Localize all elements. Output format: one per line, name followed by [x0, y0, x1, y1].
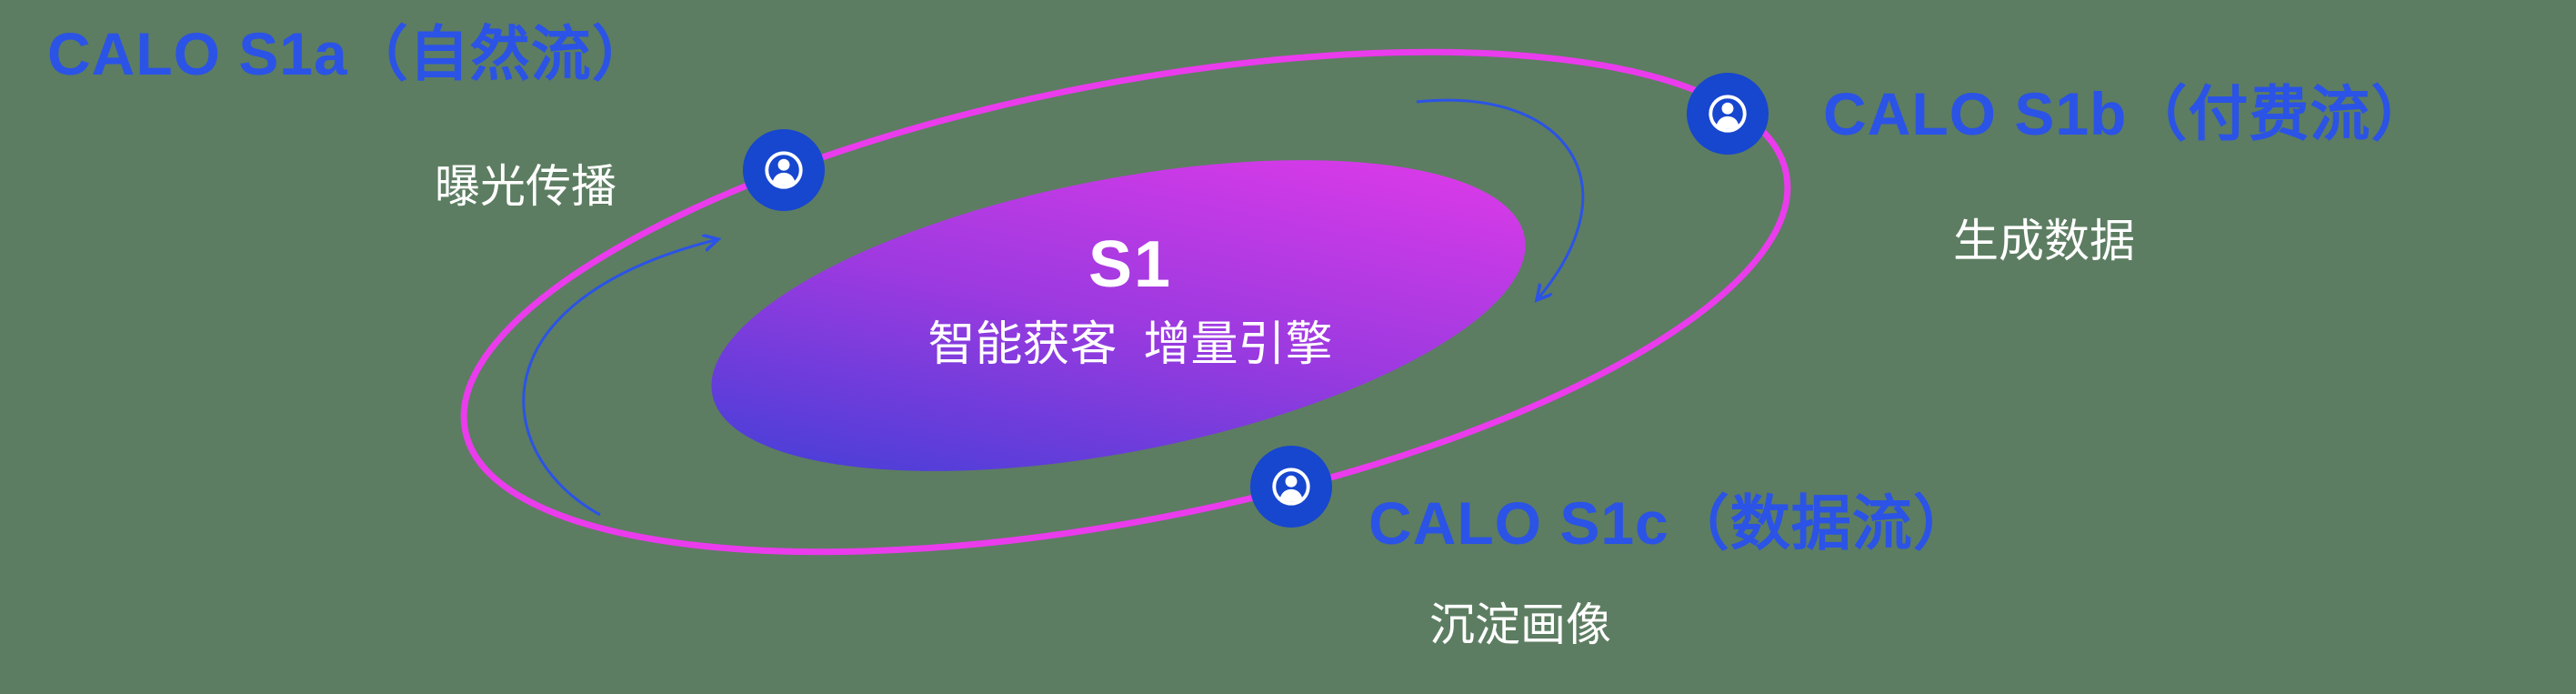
- user-icon-s1b: [1687, 73, 1769, 155]
- person-icon: [765, 151, 803, 189]
- flow-arrow-left: [522, 239, 718, 517]
- person-icon: [1709, 95, 1747, 133]
- sublabel-calo-s1a: 曝光传播: [435, 161, 616, 212]
- core-ellipse: [711, 160, 1526, 471]
- label-calo-s1a: CALO S1a（自然流）: [47, 20, 653, 87]
- label-calo-s1b: CALO S1b（付费流）: [1823, 80, 2432, 147]
- person-icon: [1272, 468, 1310, 506]
- core-text-block: S1 智能获客 增量引擎: [928, 232, 1333, 368]
- user-icon-s1a: [743, 129, 825, 211]
- orbit-ring: [460, 48, 1791, 556]
- core-title: S1: [1088, 228, 1173, 301]
- sublabel-calo-s1c: 沉淀画像: [1429, 599, 1611, 650]
- flow-arrow-right: [1416, 98, 1585, 300]
- core-subtitle: 智能获客 增量引擎: [927, 318, 1333, 371]
- label-calo-s1c: CALO S1c（数据流）: [1368, 489, 1974, 557]
- user-icon-s1c: [1250, 446, 1332, 528]
- sublabel-calo-s1b: 生成数据: [1953, 216, 2135, 267]
